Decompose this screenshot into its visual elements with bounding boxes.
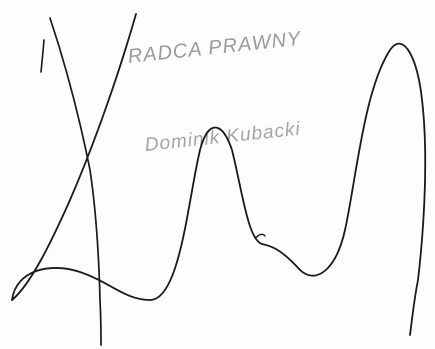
- signature-stroke-descender: [49, 17, 102, 346]
- signature-stroke-wave: [11, 42, 427, 336]
- signature-stroke-tick: [40, 39, 45, 73]
- signature-stroke-notch: [254, 233, 266, 239]
- signature-stroke-diagonal: [11, 13, 137, 301]
